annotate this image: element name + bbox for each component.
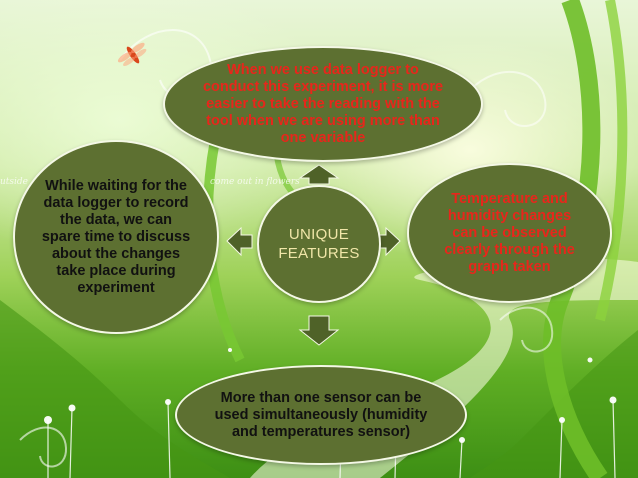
arrow-right — [377, 226, 401, 257]
background-script-left: utside — [0, 177, 28, 187]
feature-top-oval: When we use data logger to conduct this … — [163, 46, 483, 162]
grass-right — [470, 330, 638, 478]
stem-right-2 — [595, 0, 628, 322]
feature-right-oval: Temperature and humidity changes can be … — [407, 163, 612, 303]
arrow-down — [298, 315, 340, 346]
center-oval: UNIQUE FEATURES — [257, 185, 381, 303]
feature-top-text: When we use data logger to conduct this … — [202, 61, 444, 146]
feature-bottom-oval: More than one sensor can be used simulta… — [175, 365, 467, 465]
arrow-up — [298, 164, 340, 185]
dragonfly — [117, 42, 147, 66]
feature-left-text: While waiting for the data logger to rec… — [41, 177, 191, 296]
leaf-curl-4 — [19, 426, 68, 468]
leaf-curl-3 — [499, 306, 554, 353]
center-label: UNIQUE FEATURES — [278, 226, 360, 262]
feature-right-text: Temperature and humidity changes can be … — [444, 190, 575, 275]
background-script-right: come out in flowers — [210, 177, 300, 187]
feature-bottom-text: More than one sensor can be used simulta… — [214, 389, 428, 440]
arrow-left — [226, 226, 253, 257]
leaf-curl-2 — [469, 71, 547, 127]
feature-left-oval: While waiting for the data logger to rec… — [13, 140, 219, 334]
grass-left — [0, 300, 230, 478]
